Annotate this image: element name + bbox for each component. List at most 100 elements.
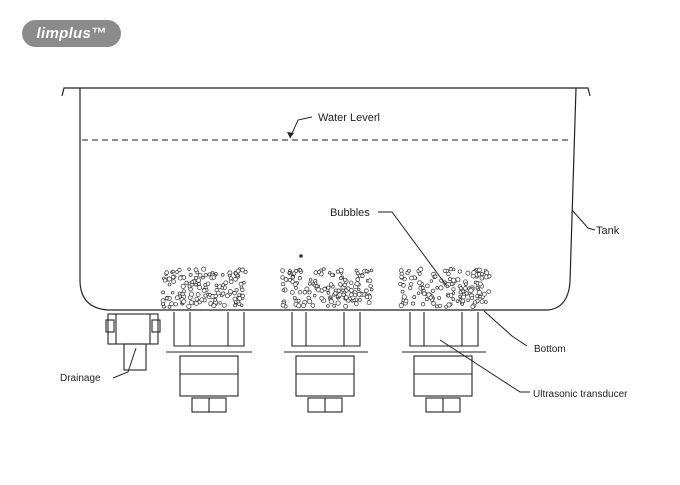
- bubble: [360, 273, 365, 278]
- bubble: [195, 292, 201, 297]
- bubble: [431, 301, 436, 306]
- bubble: [437, 296, 442, 300]
- bubble: [457, 269, 462, 274]
- bubble: [181, 275, 187, 280]
- bubble: [223, 280, 229, 286]
- bubble: [280, 268, 285, 273]
- bubble: [451, 277, 456, 283]
- bubble: [445, 284, 450, 289]
- bubble: [480, 272, 485, 277]
- bubble: [227, 273, 232, 278]
- bubble: [213, 293, 218, 299]
- bubble: [232, 290, 237, 296]
- bubble: [471, 270, 477, 276]
- bubble: [469, 295, 475, 301]
- bubble: [479, 276, 484, 281]
- bubble: [346, 298, 351, 303]
- bubble: [174, 295, 180, 301]
- bubble: [417, 280, 422, 286]
- bubble: [433, 274, 438, 279]
- bubble: [353, 301, 359, 306]
- bubble: [243, 269, 248, 274]
- bubble: [420, 286, 425, 290]
- bubble: [281, 282, 286, 287]
- bubble: [296, 298, 301, 303]
- bubble: [314, 284, 319, 288]
- bubble: [326, 285, 331, 290]
- bubble: [484, 270, 490, 276]
- tank-rim-right: [578, 87, 591, 97]
- bubble: [317, 270, 322, 274]
- transducer-label: Ultrasonic transducer: [533, 389, 628, 400]
- bubble: [160, 298, 166, 304]
- bubble: [349, 292, 354, 297]
- bubble: [446, 294, 451, 298]
- bubble: [287, 271, 292, 275]
- bubble: [164, 296, 169, 301]
- bubble: [307, 281, 312, 286]
- bubble: [163, 278, 168, 283]
- bubble: [352, 298, 356, 302]
- bubble: [364, 294, 370, 300]
- bubble: [332, 303, 337, 308]
- bubble: [416, 291, 421, 295]
- bubble: [449, 282, 454, 286]
- bubble: [444, 304, 448, 309]
- bubble: [180, 283, 186, 289]
- transducer-1: [166, 312, 252, 413]
- bubble: [368, 283, 373, 289]
- bubble: [213, 298, 218, 302]
- bubble: [460, 302, 464, 306]
- bubble: [451, 291, 456, 295]
- bubble: [194, 296, 200, 302]
- bubble: [287, 277, 292, 282]
- bubble: [319, 295, 325, 301]
- bubbles-label: Bubbles: [330, 207, 370, 219]
- bubble: [330, 272, 335, 278]
- bubbles-leader: [378, 211, 447, 286]
- bubble: [472, 300, 478, 305]
- bubble: [333, 291, 338, 296]
- bubble: [314, 281, 318, 285]
- bubble: [161, 290, 165, 295]
- bubble: [357, 287, 361, 292]
- bubble: [177, 291, 182, 296]
- bubble: [349, 280, 354, 285]
- bubble: [398, 281, 403, 287]
- bubble: [435, 286, 439, 290]
- bubble: [451, 297, 456, 302]
- bubble: [442, 268, 447, 273]
- bubble: [307, 299, 313, 304]
- bubble: [189, 291, 195, 297]
- bubble: [410, 301, 416, 306]
- water-level-leader: [289, 116, 313, 139]
- bubble: [220, 286, 224, 290]
- bubble: [242, 280, 246, 285]
- bubble: [339, 276, 343, 281]
- bubble: [210, 271, 215, 275]
- bubble: [326, 291, 331, 295]
- bubble: [187, 267, 191, 271]
- bubble: [478, 295, 482, 299]
- bubble: [342, 282, 347, 288]
- bubble: [307, 290, 312, 295]
- bubble: [171, 269, 175, 274]
- bubble: [201, 266, 207, 272]
- bubble: [470, 304, 475, 309]
- bubble: [214, 283, 219, 287]
- bubble: [409, 275, 414, 281]
- bubble: [407, 268, 411, 273]
- bubble: [336, 288, 341, 293]
- bubble: [398, 303, 404, 308]
- bubble: [343, 277, 348, 282]
- tank-leader: [571, 209, 596, 231]
- bubble: [281, 288, 285, 292]
- bubble: [352, 292, 358, 298]
- bubble: [233, 277, 238, 282]
- bubble: [293, 282, 298, 287]
- water-level-arrowhead: [287, 132, 294, 138]
- drainage-leader: [112, 347, 137, 379]
- bubble: [487, 274, 492, 279]
- bubble: [194, 275, 199, 280]
